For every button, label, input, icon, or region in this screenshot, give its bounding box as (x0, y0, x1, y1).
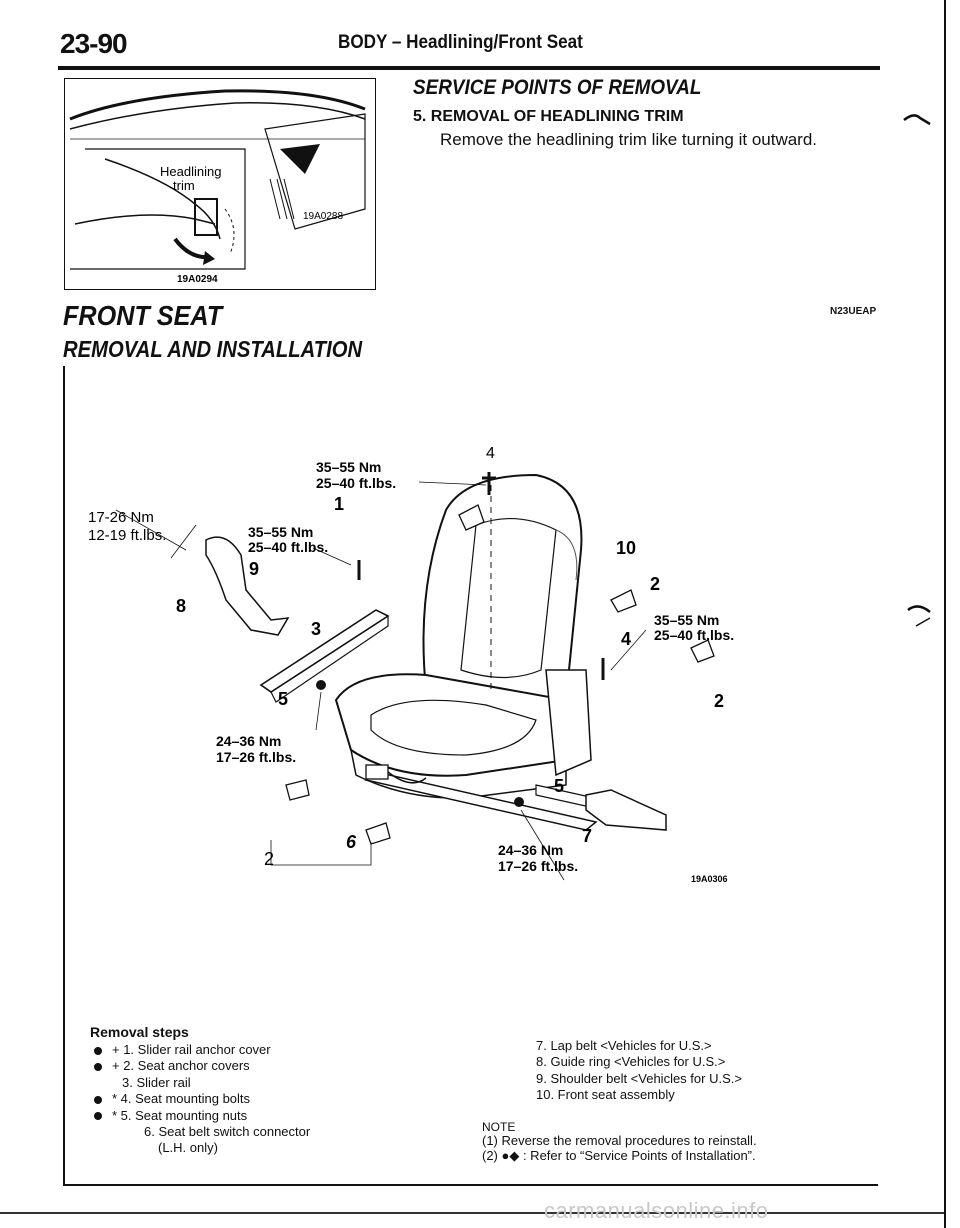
callout-5-b: 5 (554, 776, 564, 796)
torque-right-ft: 25–40 ft.lbs. (654, 627, 734, 643)
step-item: 10. Front seat assembly (536, 1087, 675, 1103)
figure-code-b: 19A0294 (177, 274, 218, 285)
service-step-text: Remove the headlining trim like turning … (440, 130, 818, 149)
step-item: 6. Seat belt switch connector (94, 1124, 310, 1140)
page-number: 23-90 (60, 28, 128, 59)
callout-4-a: 4 (486, 445, 495, 462)
torque-lower-center-nm: 24–36 Nm (498, 842, 563, 858)
bullet-icon (94, 1046, 102, 1055)
step-text: (L.H. only) (158, 1140, 218, 1156)
torque-top-nm: 35–55 Nm (316, 459, 381, 475)
torque-mid-nm: 35–55 Nm (248, 524, 313, 540)
note-line: (1) Reverse the removal procedures to re… (482, 1133, 757, 1148)
headlining-trim-figure: Headlining trim 19A0288 19A0294 (64, 78, 376, 290)
callout-2-c: 2 (264, 849, 274, 869)
step-item: 9. Shoulder belt <Vehicles for U.S.> (536, 1070, 742, 1086)
note-title: NOTE (482, 1120, 516, 1134)
torque-lower-left-nm: 24–36 Nm (216, 733, 281, 749)
service-points-title: SERVICE POINTS OF REMOVAL (413, 76, 702, 99)
header-rule (58, 66, 880, 70)
callout-1: 1 (334, 494, 344, 514)
step-text: * 4. Seat mounting bolts (112, 1091, 251, 1107)
service-step-title: 5. REMOVAL OF HEADLINING TRIM (413, 108, 684, 125)
bullet-icon (94, 1112, 102, 1121)
torque-lower-left-ft: 17–26 ft.lbs. (216, 749, 296, 765)
footer-rule (0, 1212, 944, 1214)
frame-bottom-rule (63, 1184, 878, 1186)
callout-8: 8 (176, 596, 186, 616)
callout-10: 10 (616, 538, 636, 558)
torque-lower-center-ft: 17–26 ft.lbs. (498, 858, 578, 874)
callout-6: 6 (346, 832, 357, 852)
note-line: (2) ●◆ : Refer to “Service Points of Ins… (482, 1148, 756, 1163)
step-text: * 5. Seat mounting nuts (112, 1107, 248, 1123)
diagram-code: 19A0306 (691, 874, 728, 884)
callout-2-b: 2 (714, 691, 724, 711)
step-item: 8. Guide ring <Vehicles for U.S.> (536, 1054, 726, 1070)
torque-mid-ft: 25–40 ft.lbs. (248, 539, 328, 555)
front-seat-diagram: 35–55 Nm 25–40 ft.lbs. 17-26 Nm 12-19 ft… (66, 430, 886, 900)
section-title: FRONT SEAT (63, 300, 223, 331)
figure-code-a: 19A0288 (303, 211, 343, 222)
bullet-icon (94, 1095, 102, 1104)
step-text: + 1. Slider rail anchor cover (112, 1042, 271, 1057)
torque-top-ft: 25–40 ft.lbs. (316, 475, 396, 491)
step-text: 6. Seat belt switch connector (144, 1124, 311, 1140)
callout-4-b: 4 (621, 629, 631, 649)
removal-steps-right: 7. Lap belt <Vehicles for U.S.> 8. Guide… (536, 1038, 742, 1104)
callout-9: 9 (249, 559, 259, 579)
section-code: N23UEAP (830, 306, 877, 317)
section-subtitle: REMOVAL AND INSTALLATION (63, 336, 363, 362)
watermark: carmanualsonline.info (544, 1198, 769, 1223)
callout-3: 3 (311, 619, 321, 639)
removal-steps-left: + 1. Slider rail anchor cover + 2. Seat … (94, 1042, 310, 1157)
step-item: * 5. Seat mounting nuts (94, 1108, 310, 1124)
page-title: BODY – Headlining/Front Seat (338, 32, 583, 53)
callout-7: 7 (582, 826, 592, 846)
step-item: + 2. Seat anchor covers (94, 1058, 310, 1074)
callout-5-a: 5 (278, 689, 288, 709)
torque-right-nm: 35–55 Nm (654, 612, 719, 628)
note-lines: (1) Reverse the removal procedures to re… (482, 1133, 757, 1163)
headlining-trim-illustration: Headlining trim 19A0288 19A0294 (69, 89, 366, 285)
step-item: + 1. Slider rail anchor cover (94, 1042, 310, 1058)
frame-left-rule (63, 366, 65, 1186)
step-item: 7. Lap belt <Vehicles for U.S.> (536, 1038, 712, 1053)
margin-check-marks (903, 114, 931, 627)
front-seat-illustration: 35–55 Nm 25–40 ft.lbs. 17-26 Nm 12-19 ft… (88, 445, 734, 884)
callout-2-a: 2 (650, 574, 660, 594)
torque-left-nm: 17-26 Nm (88, 509, 154, 526)
trim-label: trim (173, 178, 195, 193)
torque-left-ft: 12-19 ft.lbs. (88, 527, 166, 544)
bullet-icon (94, 1062, 102, 1071)
removal-steps-title: Removal steps (90, 1024, 189, 1040)
step-text: + 2. Seat anchor covers (112, 1058, 250, 1074)
step-item: 3. Slider rail (94, 1075, 310, 1091)
binding-border (944, 0, 946, 1228)
step-item: * 4. Seat mounting bolts (94, 1091, 310, 1107)
step-item: (L.H. only) (94, 1140, 310, 1156)
headlining-label: Headlining (160, 164, 221, 179)
step-text: 3. Slider rail (122, 1074, 191, 1090)
